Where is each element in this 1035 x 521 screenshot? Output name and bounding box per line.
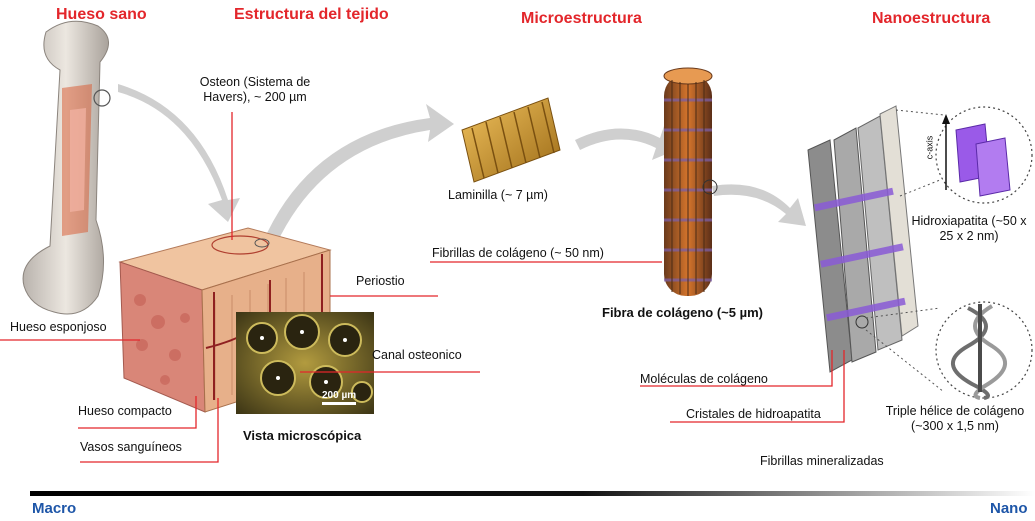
- label-triple-helix: Triple hélice de colágeno (~300 x 1,5 nm…: [885, 404, 1025, 433]
- mineralized-fibrils-illustration: [807, 105, 919, 373]
- leader-lines: [0, 112, 845, 463]
- hydroxyapatite-zoom: [895, 106, 1033, 204]
- label-mineralized-fibrils: Fibrillas mineralizadas: [760, 454, 884, 468]
- label-hydroxyapatite: Hidroxiapatita (~50 x 25 x 2 nm): [911, 214, 1027, 243]
- scale-label-nano: Nano: [990, 500, 1028, 517]
- label-periosteum: Periostio: [356, 274, 405, 288]
- label-microscopic-view: Vista microscópica: [243, 428, 362, 443]
- label-blood-vessels: Vasos sanguíneos: [80, 440, 182, 454]
- heading-tissue-structure: Estructura del tejido: [234, 6, 389, 23]
- femur-illustration: [22, 20, 111, 315]
- heading-healthy-bone: Hueso sano: [56, 6, 147, 23]
- label-hydroxyapatite-crystals: Cristales de hidroapatita: [686, 407, 821, 421]
- label-osteonic-canal: Canal osteonico: [372, 348, 462, 362]
- label-scale-bar: 200 µm: [322, 390, 357, 401]
- label-c-axis: c-axis: [924, 135, 935, 160]
- microscopic-view-image: [236, 312, 374, 414]
- triple-helix-zoom: [865, 301, 1033, 400]
- label-collagen-fiber: Fibra de colágeno (~5 µm): [602, 305, 763, 320]
- label-osteon: Osteon (Sistema de Havers), ~ 200 µm: [199, 75, 311, 104]
- collagen-fiber-illustration: [663, 67, 718, 296]
- heading-nanostructure: Nanoestructura: [872, 10, 991, 27]
- scale-gradient-bar: [30, 491, 1035, 496]
- label-lamella: Laminilla (~ 7 µm): [448, 188, 548, 202]
- progression-arrows: [118, 84, 806, 264]
- label-collagen-molecules: Moléculas de colágeno: [640, 372, 768, 386]
- scale-label-macro: Macro: [32, 500, 77, 517]
- lamella-illustration: [461, 97, 561, 183]
- label-spongy-bone: Hueso esponjoso: [10, 320, 107, 334]
- heading-microstructure: Microestructura: [521, 10, 642, 27]
- label-collagen-fibrils: Fibrillas de colágeno (~ 50 nm): [432, 246, 604, 260]
- label-compact-bone: Hueso compacto: [78, 404, 172, 418]
